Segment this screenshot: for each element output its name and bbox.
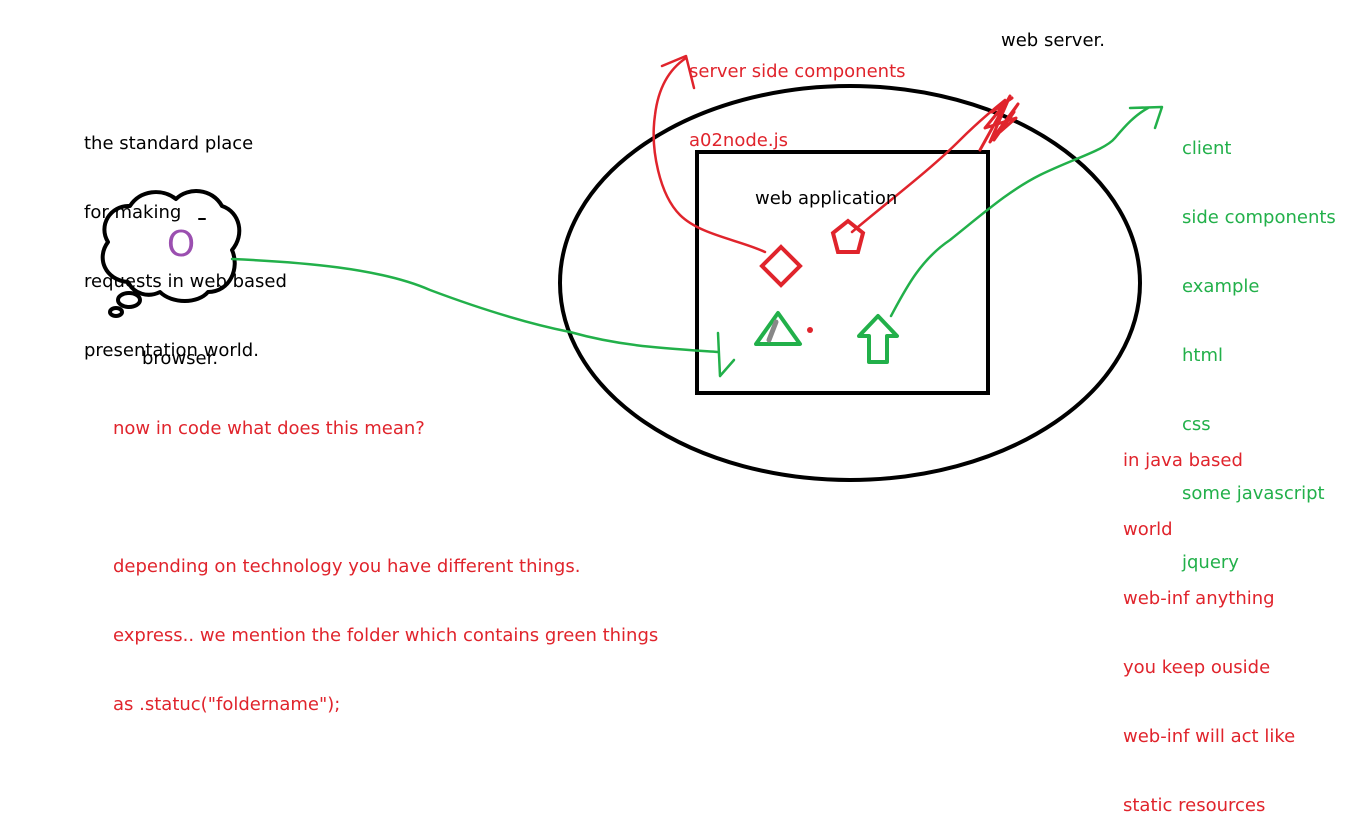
server-components-line: a02node.js	[689, 130, 788, 151]
java-note-line: you keep ouside	[1123, 657, 1271, 678]
code-question-line: now in code what does this mean?	[113, 418, 425, 439]
client-components-line: some javascript	[1182, 483, 1325, 504]
server-component-diamond	[759, 244, 803, 288]
whiteboard-canvas: O	[100, 54, 1164, 482]
browser-label: browser.	[142, 348, 219, 369]
code-question-line: express.. we mention the folder which co…	[113, 625, 659, 646]
server-component-pentagon	[830, 218, 866, 254]
client-components-connector	[889, 106, 1150, 318]
triangle-shading	[766, 319, 779, 343]
browser-description-line: requests in web based	[84, 271, 287, 292]
server-components-connector	[652, 56, 767, 254]
java-note-line: world	[1123, 519, 1173, 540]
client-components-line: css	[1182, 414, 1211, 435]
java-note-line: web-inf will act like	[1123, 726, 1296, 747]
client-component-up-arrow	[857, 314, 899, 364]
java-note-line: in java based	[1123, 450, 1243, 471]
client-components-arrowhead	[1128, 105, 1164, 130]
java-note-line: web-inf anything	[1123, 588, 1275, 609]
browser-to-app-arrowhead	[716, 331, 736, 378]
java-note-line: static resources	[1123, 795, 1266, 816]
web-application-box	[695, 150, 990, 395]
browser-description-line: for making	[84, 202, 182, 223]
browser-icon-letter: O	[167, 224, 195, 265]
server-components-note: server side components a02node.js	[689, 14, 906, 175]
server-components-line: server side components	[689, 61, 906, 82]
web-server-scribble	[978, 94, 1020, 152]
client-components-line: example	[1182, 276, 1260, 297]
web-server-label: web server.	[1001, 30, 1105, 51]
java-note: in java based world web-inf anything you…	[1123, 403, 1295, 840]
client-components-note: client side components example html css …	[1182, 91, 1336, 597]
server-components-arrowhead	[660, 54, 696, 90]
red-dot	[807, 327, 813, 333]
client-components-line: client	[1182, 138, 1232, 159]
web-server-ellipse	[558, 84, 1142, 482]
code-question-line: as .statuc("foldername");	[113, 694, 341, 715]
code-question-note: now in code what does this mean? dependi…	[113, 371, 658, 739]
browser-description-line: presentation world.	[84, 340, 259, 361]
client-components-line: jquery	[1182, 552, 1239, 573]
code-question-line: depending on technology you have differe…	[113, 556, 581, 577]
code-question-line	[113, 486, 658, 509]
client-components-line: html	[1182, 345, 1224, 366]
client-component-triangle	[754, 311, 802, 346]
web-application-label: web application	[755, 188, 898, 209]
browser-to-app-line	[230, 257, 720, 354]
browser-description-line: the standard place	[84, 133, 254, 154]
browser-cloud	[100, 189, 242, 318]
browser-description-note: the standard place for making requests i…	[84, 86, 287, 385]
client-components-line: side components	[1182, 207, 1336, 228]
